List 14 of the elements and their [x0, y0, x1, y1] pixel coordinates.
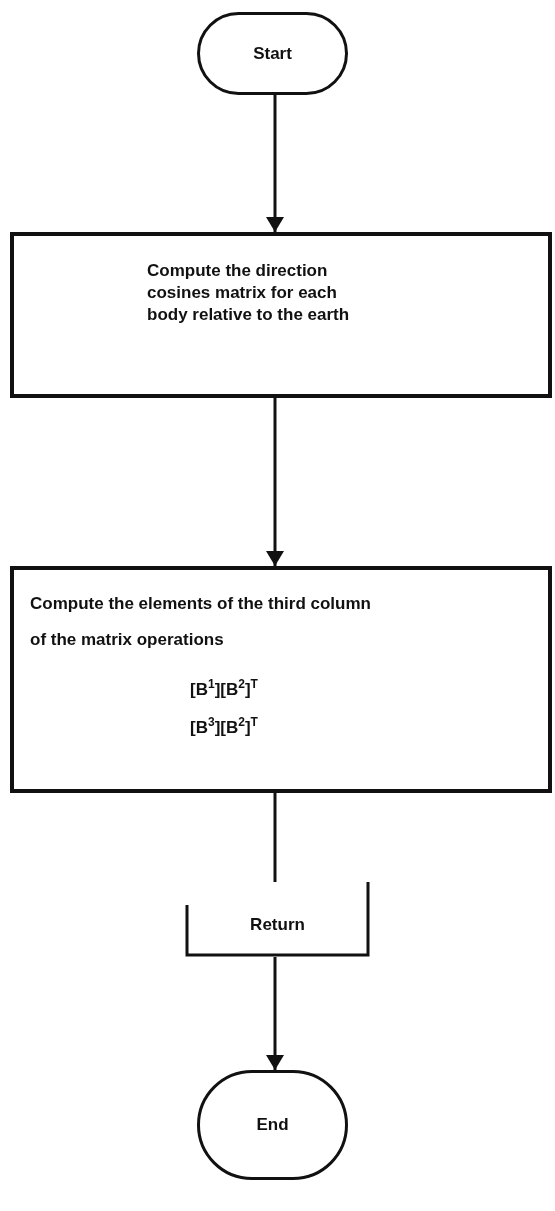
- connector-line: [273, 793, 277, 882]
- matrix-expression: [B$^{3}$][B$^{2}$]$^{T}$: [190, 713, 258, 739]
- arrow: [266, 957, 284, 1070]
- node-text: Return: [250, 914, 305, 936]
- node-text: End: [256, 1114, 289, 1136]
- arrow: [266, 95, 284, 232]
- arrow: [266, 398, 284, 566]
- process-box: [10, 566, 552, 793]
- matrix-expression: [B$^{1}$][B$^{2}$]$^{T}$: [190, 676, 258, 701]
- node-text: Start: [253, 42, 292, 65]
- return-bracket: [185, 882, 370, 957]
- process-box: [10, 232, 552, 398]
- node-text: Compute the elements of the third column of the matrix operations: [30, 593, 372, 651]
- node-text: Compute the direction cosines matrix for each body relative to the earth: [147, 260, 351, 326]
